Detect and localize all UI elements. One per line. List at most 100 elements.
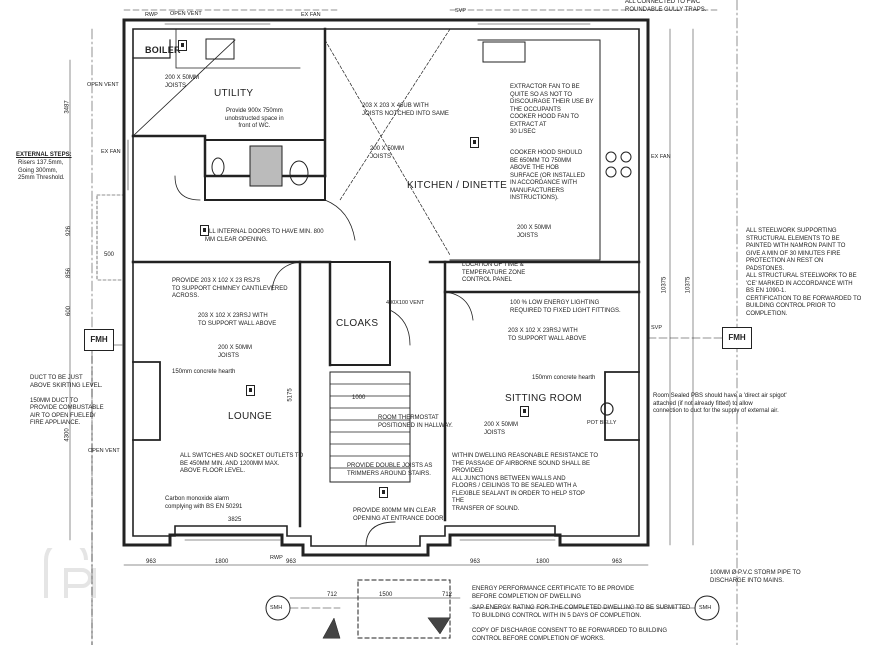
- dim-bottom-963b: 963: [286, 559, 297, 565]
- dim-bottom-963d: 963: [612, 559, 623, 565]
- room-sealed-note: Room Sealed PBS should have a 'direct ai…: [653, 393, 787, 414]
- smh-right-label: SMH: [699, 605, 712, 611]
- watermark-logo: [44, 548, 96, 598]
- front-step: [357, 579, 451, 639]
- window-bottom-right: [459, 535, 556, 541]
- stair-flight: [329, 371, 411, 483]
- dim-right-10375a: 10375: [661, 276, 668, 294]
- dim-porch-712b: 712: [442, 592, 453, 598]
- dim-right-10375b: 10375: [685, 276, 692, 294]
- c-symbol-utility: [178, 40, 187, 51]
- hob-ring-4: [620, 166, 632, 178]
- window-top-left: [164, 19, 271, 25]
- kitchen-rsj-note: 203 X 203 X 46UB WITH JOISTS NOTCHED INT…: [362, 103, 449, 117]
- porch-right-arrow: [427, 617, 451, 635]
- dim-stair-1000: 1000: [352, 395, 366, 401]
- door-swing-sitting: [444, 291, 474, 321]
- external-steps-body: Risers 137.5mm, Going 300mm, 25mm Thresh…: [18, 160, 65, 181]
- room-label-utility: UTILITY: [214, 88, 254, 99]
- dim-bottom-1800a: 1800: [215, 559, 229, 565]
- utility-sink: [205, 38, 235, 60]
- door-swing-kitchen: [324, 199, 356, 241]
- kitchen-diagonal: [324, 28, 451, 256]
- door-swing-utility: [174, 175, 201, 201]
- dim-bottom-1800b: 1800: [536, 559, 550, 565]
- duct-note: DUCT TO BE JUST ABOVE SKIRTING LEVEL. 15…: [30, 375, 104, 426]
- svp-right-tag: SVP: [651, 325, 663, 331]
- switches-note: ALL SWITCHES AND SOCKET OUTLETS TO BE 45…: [180, 453, 304, 474]
- rwp-bottom-tag: RWP: [270, 555, 283, 561]
- dim-left-3487: 3487: [64, 100, 71, 114]
- rwp-top-tag: RWP: [145, 12, 158, 18]
- fmh-left-manhole: FMH: [84, 329, 114, 351]
- lounge-rsj-note: PROVIDE 203 X 102 X 23 RSJ's TO SUPPORT …: [172, 278, 288, 299]
- dim-lounge-3825: 3825: [228, 517, 242, 523]
- pot-belly-tag: POT BELLY: [587, 420, 617, 426]
- vent-wall-tag: 400X100 VENT: [386, 300, 425, 306]
- svp-top-tag: SVP: [455, 8, 467, 14]
- carbon-monoxide-note: Carbon monoxide alarm complying with BS …: [165, 496, 243, 510]
- ex-fan-left-tag: EX FAN: [101, 149, 121, 155]
- sitting-rsj-note: 203 X 102 X 23RSJ WITH TO SUPPORT WALL A…: [508, 328, 587, 342]
- chimney-sitting: [604, 371, 640, 441]
- dim-porch-712a: 712: [327, 592, 338, 598]
- top-right-note: ALL CONNECTED TO FWC ROUNDABLE GULLY TRA…: [625, 0, 707, 13]
- internal-doors-note: ALL INTERNAL DOORS TO HAVE MIN. 800 MM C…: [205, 229, 324, 243]
- inner-wall-outline: [132, 28, 640, 547]
- c-symbol-lounge: [246, 385, 255, 396]
- entrance-door-note: PROVIDE 800MM MIN CLEAR OPENING AT ENTRA…: [353, 508, 446, 522]
- shower-tray: [249, 145, 283, 187]
- door-swing-cloaks: [389, 309, 411, 346]
- utility-space-note: Provide 900x 750mm unobstructed space in…: [225, 108, 284, 129]
- porch-left-arrow: [322, 617, 341, 639]
- dim-porch-1500: 1500: [379, 592, 393, 598]
- open-vent-lounge-tag: OPEN VENT: [88, 448, 120, 454]
- basin: [211, 157, 225, 177]
- c-symbol-sitting: [520, 406, 529, 417]
- stair-treads: [329, 383, 411, 469]
- room-label-boiler: BOILER: [145, 45, 181, 55]
- dim-lounge-5175: 5175: [287, 388, 294, 402]
- external-steps-title: EXTERNAL STEPS:: [16, 152, 72, 158]
- discharge-consent-note: COPY OF DISCHARGE CONSENT TO BE FORWARDE…: [472, 628, 668, 642]
- utility-diagonal-door: [132, 39, 236, 137]
- hob-ring-3: [605, 166, 617, 178]
- utility-joists-note: 200 X 50mm JOISTS: [165, 75, 200, 89]
- cloaks-room: [329, 261, 391, 366]
- sitting-joists-note: 200 X 50mm JOISTS: [484, 422, 519, 436]
- ext-duct-box: [96, 194, 125, 281]
- energy-cert-note: ENERGY PERFORMANCE CERTIFICATE TO BE PRO…: [472, 586, 635, 600]
- double-joists-note: PROVIDE DOUBLE JOISTS AS TRIMMERS AROUND…: [347, 463, 433, 477]
- timer-zone-note: LOCATION OF TIME & TEMPERATURE ZONE CONT…: [462, 262, 526, 283]
- kitchen-joists2-note: 200 X 50mm JOISTS: [517, 225, 552, 239]
- lounge-joists-note: 200 X 50mm JOISTS: [218, 345, 253, 359]
- window-left-kitchen: [123, 139, 129, 191]
- open-vent-top-tag: OPEN VENT: [170, 11, 202, 17]
- smh-left-label: SMH: [270, 605, 283, 611]
- right-dim-line: [669, 28, 694, 546]
- ex-fan-top-tag: EX FAN: [301, 12, 321, 18]
- c-symbol-hall: [200, 225, 209, 236]
- smh-left-circle: [265, 595, 291, 621]
- dim-bottom-963c: 963: [470, 559, 481, 565]
- utility-worktop: [175, 28, 301, 69]
- thermostat-note: ROOM THERMOSTAT POSITIONED IN HALLWAY.: [378, 415, 453, 429]
- kitchen-sink: [482, 41, 526, 63]
- dim-ext-500: 500: [104, 252, 115, 258]
- chimney-lounge: [132, 361, 161, 441]
- hob-ring-1: [605, 151, 617, 163]
- room-label-sitting-room: SITTING ROOM: [505, 393, 582, 404]
- dim-left-4300: 4300: [64, 428, 71, 442]
- storm-pipe-note: 100mm ø P.V.C STORM PIPE TO DISCHARGE IN…: [710, 570, 801, 584]
- open-vent-left-tag: OPEN VENT: [87, 82, 119, 88]
- sitting-hearth-note: 150mm concrete hearth: [532, 375, 596, 381]
- window-top-right: [477, 19, 591, 25]
- smh-right-circle: [694, 595, 720, 621]
- wc-pan: [289, 160, 309, 186]
- kitchen-worktop: [449, 39, 601, 261]
- sap-rating-note: SAP ENERGY RATING FOR THE COMPLETED DWEL…: [472, 605, 691, 619]
- outer-wall-outline: [122, 18, 650, 557]
- lounge-rsj2-note: 203 X 102 X 23RSJ WITH TO SUPPORT WALL A…: [198, 313, 277, 327]
- cooker-hood-note: COOKER HOOD SHOULD BE 650mm TO 750mm ABO…: [510, 150, 585, 201]
